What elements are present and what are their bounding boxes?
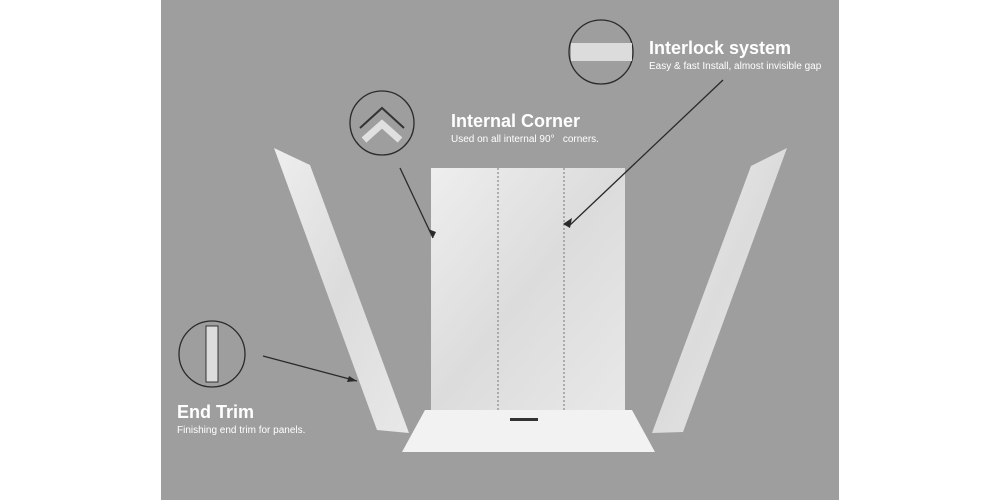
endtrim-profile-icon: [205, 325, 219, 383]
right-side-panel: [652, 148, 787, 433]
endtrim-subtitle: Finishing end trim for panels.: [177, 425, 306, 436]
corner-arrow: [399, 167, 434, 239]
endtrim-title: End Trim: [177, 402, 255, 422]
interlock-profile-icon: [571, 43, 632, 61]
corner-profile-icon: [359, 106, 405, 129]
shower-tray: [402, 410, 655, 452]
interlock-subtitle: Easy & fast Install, almost invisible ga…: [649, 61, 822, 72]
interlock-arrow: [569, 79, 724, 226]
left-side-panel: [274, 148, 409, 433]
drain-icon: [510, 418, 538, 421]
back-wall-panel: [431, 168, 625, 410]
endtrim-detail-circle: [178, 320, 246, 388]
interlock-title: Interlock system: [649, 38, 792, 58]
corner-detail-circle: [349, 90, 415, 156]
corner-title: Internal Corner: [451, 111, 581, 131]
endtrim-arrow: [262, 355, 358, 382]
corner-subtitle: Used on all internal 90° corners.: [451, 134, 599, 145]
interlock-detail-circle: [568, 19, 634, 85]
